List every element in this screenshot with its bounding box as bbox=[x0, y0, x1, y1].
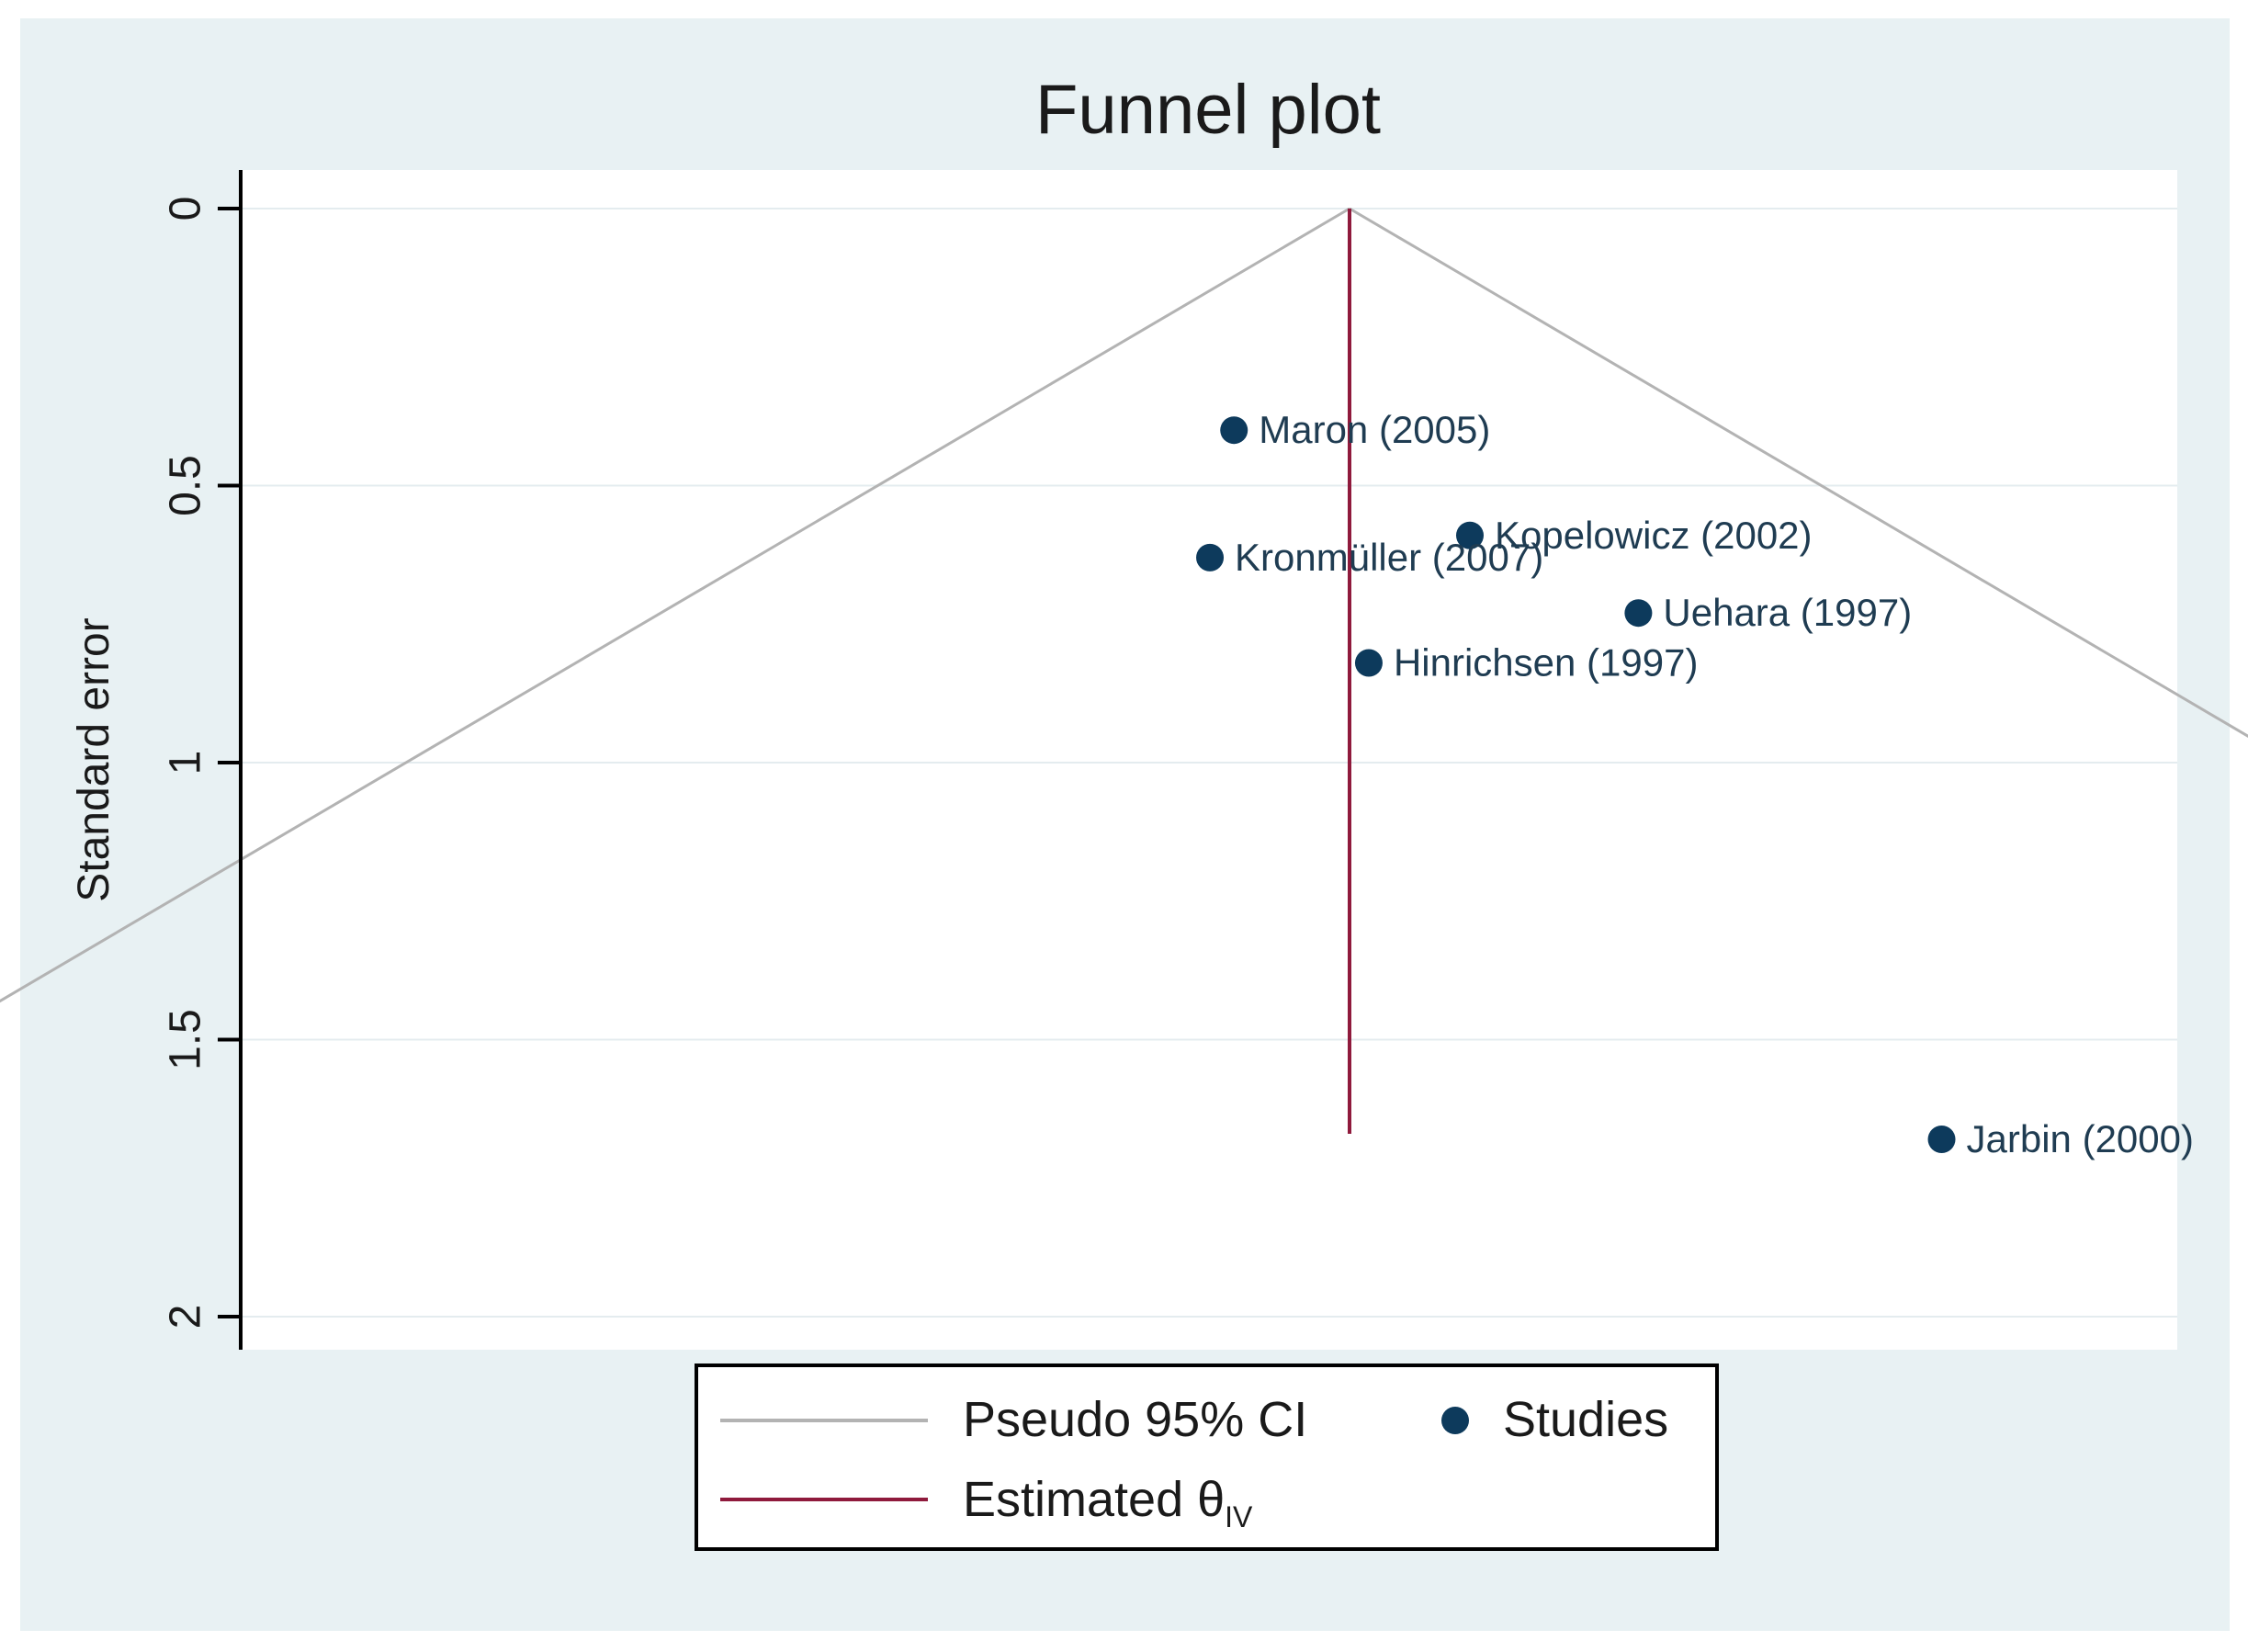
legend-ci-label: Pseudo 95% CI bbox=[963, 1392, 1307, 1447]
y-tick-label: 0.5 bbox=[162, 455, 210, 516]
study-label: Jarbin (2000) bbox=[1967, 1117, 2194, 1160]
chart-title: Funnel plot bbox=[1035, 71, 1381, 149]
study-point bbox=[1220, 416, 1248, 445]
study-point bbox=[1354, 649, 1383, 677]
legend-box bbox=[695, 1363, 1719, 1551]
legend-estimate-label: Estimated θIV bbox=[963, 1472, 1253, 1533]
study-points: Maron (2005) Kopelowicz (2002)Kronmüller … bbox=[1196, 408, 2194, 1160]
study-point bbox=[1196, 543, 1225, 571]
study-point bbox=[1624, 599, 1653, 628]
legend-estimate-label-main: Estimated θ bbox=[963, 1472, 1225, 1527]
legend-studies-marker bbox=[1441, 1407, 1469, 1434]
grid-lines bbox=[241, 208, 2177, 1318]
legend-estimate-label-subscript: IV bbox=[1225, 1500, 1253, 1533]
study-point bbox=[1927, 1126, 1956, 1154]
y-tick-label: 2 bbox=[162, 1305, 210, 1330]
ci-right-line bbox=[1349, 207, 2248, 738]
study-label: Maron (2005) bbox=[1259, 408, 1490, 451]
y-axis-label: Standard error bbox=[70, 617, 119, 902]
study-point bbox=[1456, 521, 1484, 549]
y-tick-label: 1 bbox=[162, 751, 210, 775]
study-label: Kopelowicz (2002) bbox=[1495, 514, 1813, 557]
funnel-lines bbox=[0, 207, 2248, 1135]
plot-area bbox=[241, 170, 2177, 1350]
legend-studies-label: Studies bbox=[1503, 1392, 1668, 1447]
study-label: Uehara (1997) bbox=[1663, 591, 1912, 634]
y-tick-label: 1.5 bbox=[162, 1009, 210, 1070]
y-axis: 0 0.5 1 1.5 2 bbox=[162, 170, 243, 1350]
study-label: Kronmüller (2007) bbox=[1235, 536, 1543, 579]
y-tick-label: 0 bbox=[162, 197, 210, 221]
study-label: Hinrichsen (1997) bbox=[1394, 640, 1699, 684]
ci-left-line bbox=[0, 207, 1350, 1003]
